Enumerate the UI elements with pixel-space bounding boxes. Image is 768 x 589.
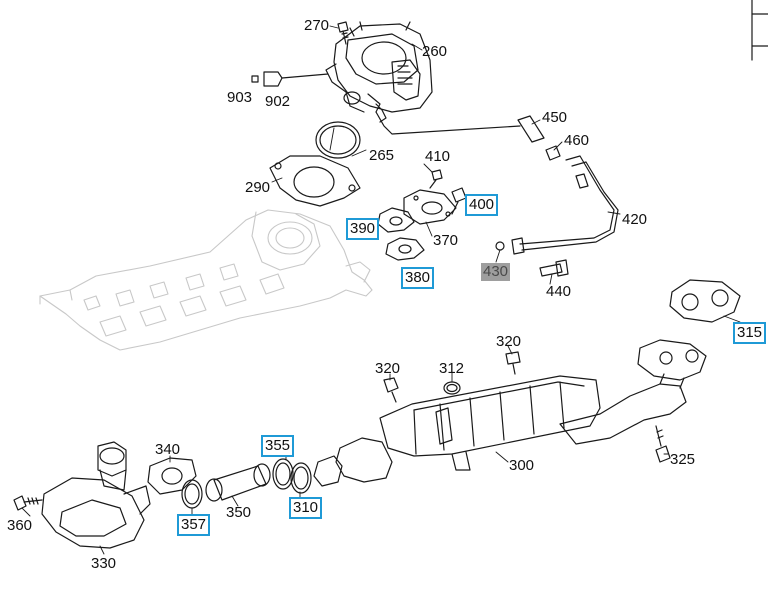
part-label-355: 355 xyxy=(261,435,295,457)
part-label-410: 410 xyxy=(425,148,451,165)
part-label-340: 340 xyxy=(155,441,181,458)
part-label-420: 420 xyxy=(622,211,648,228)
part-label-290: 290 xyxy=(245,179,271,196)
part-label-300: 300 xyxy=(509,457,535,474)
gasket-315 xyxy=(669,279,741,323)
part-label-440: 440 xyxy=(546,283,572,300)
part-label-315: 315 xyxy=(733,322,767,344)
gasket-357 xyxy=(181,479,203,509)
gasket-390 xyxy=(377,207,415,233)
part-label-390: 390 xyxy=(346,218,380,240)
part-label-400: 400 xyxy=(465,194,499,216)
gasket-265 xyxy=(315,121,361,159)
leader-lines xyxy=(21,25,741,555)
part-label-450: 450 xyxy=(542,109,568,126)
gasket-355 xyxy=(272,458,294,490)
egr-valve-330 xyxy=(41,441,151,549)
actuator-assembly xyxy=(325,21,433,123)
flange-370 xyxy=(403,189,457,225)
part-label-902: 902 xyxy=(265,93,291,110)
gasket-290 xyxy=(269,155,361,207)
screw-440 xyxy=(539,259,569,277)
part-label-310: 310 xyxy=(289,497,323,519)
part-label-330: 330 xyxy=(91,555,117,572)
part-label-360: 360 xyxy=(7,517,33,534)
frame-corner-mark xyxy=(751,0,768,61)
gasket-310 xyxy=(290,462,312,494)
part-label-460: 460 xyxy=(564,132,590,149)
part-label-320-right: 320 xyxy=(496,333,522,350)
part-label-380: 380 xyxy=(401,267,435,289)
pipe-450-420 xyxy=(375,111,619,255)
part-label-903: 903 xyxy=(227,89,253,106)
part-label-357: 357 xyxy=(177,514,211,536)
screw-320-right xyxy=(505,351,521,375)
intake-manifold-ghost xyxy=(39,209,373,351)
pipe-350 xyxy=(205,463,271,502)
screw-410 xyxy=(429,169,443,189)
screw-270 xyxy=(337,21,349,45)
part-label-312: 312 xyxy=(439,360,465,377)
part-label-325: 325 xyxy=(670,451,696,468)
screw-325 xyxy=(655,425,671,463)
screw-400 xyxy=(451,187,467,215)
part-label-320-left: 320 xyxy=(375,360,401,377)
part-label-350: 350 xyxy=(226,504,252,521)
part-label-370: 370 xyxy=(433,232,459,249)
screw-320-left xyxy=(383,377,399,403)
washer-312 xyxy=(443,381,461,395)
gasket-380 xyxy=(385,237,425,261)
egr-cooler-300 xyxy=(313,339,707,487)
part-label-265: 265 xyxy=(369,147,395,164)
washer-430 xyxy=(495,241,505,251)
screw-360 xyxy=(13,495,43,511)
part-label-430: 430 xyxy=(481,263,511,281)
sensor-902-903 xyxy=(251,71,329,87)
part-label-270: 270 xyxy=(304,17,330,34)
gasket-340 xyxy=(147,457,197,495)
part-label-260: 260 xyxy=(422,43,448,60)
